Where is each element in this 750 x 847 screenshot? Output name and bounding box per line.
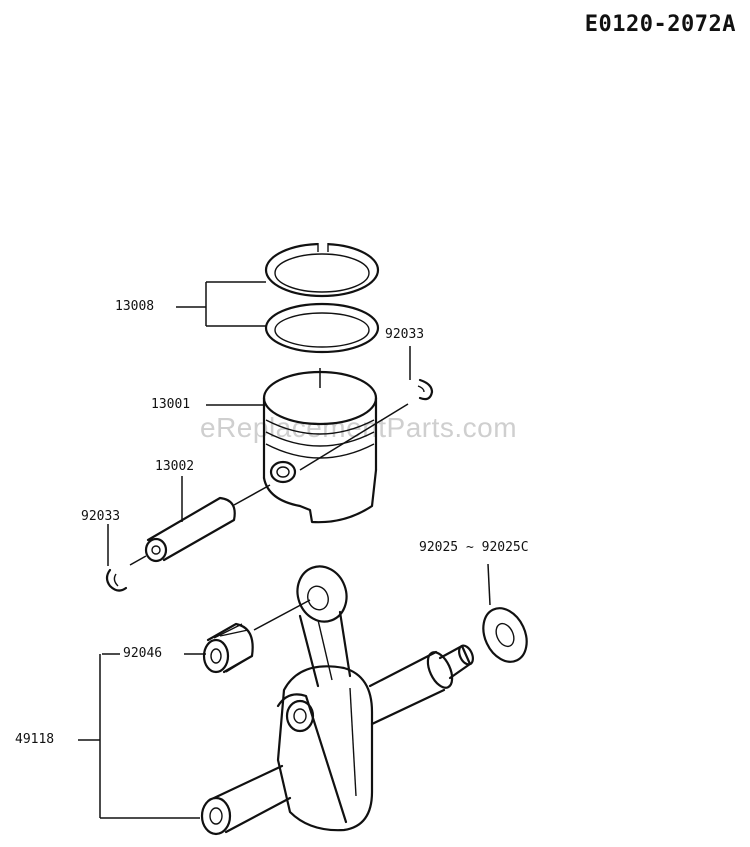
callout-clip-right: 92033 xyxy=(384,327,426,342)
callout-piston: 13001 xyxy=(150,397,192,412)
oil-seal xyxy=(482,563,528,663)
circlip-right xyxy=(299,378,434,471)
circlip-left xyxy=(105,568,128,592)
callout-seal: 92025 ~ 92025C xyxy=(418,540,530,555)
piston-pin xyxy=(129,484,271,566)
piston-rings xyxy=(264,240,380,354)
leader-lines xyxy=(78,281,411,819)
diagram-code: E0120-2072A xyxy=(584,12,736,37)
callout-needle-bearing: 92046 xyxy=(122,646,164,661)
callout-crankshaft: 49118 xyxy=(14,732,56,747)
callout-clip-left: 92033 xyxy=(80,509,122,524)
callout-piston-pin: 13002 xyxy=(154,459,196,474)
crankshaft xyxy=(200,565,474,836)
needle-bearing xyxy=(202,599,311,674)
piston xyxy=(262,368,378,524)
callout-piston-rings: 13008 xyxy=(114,299,156,314)
